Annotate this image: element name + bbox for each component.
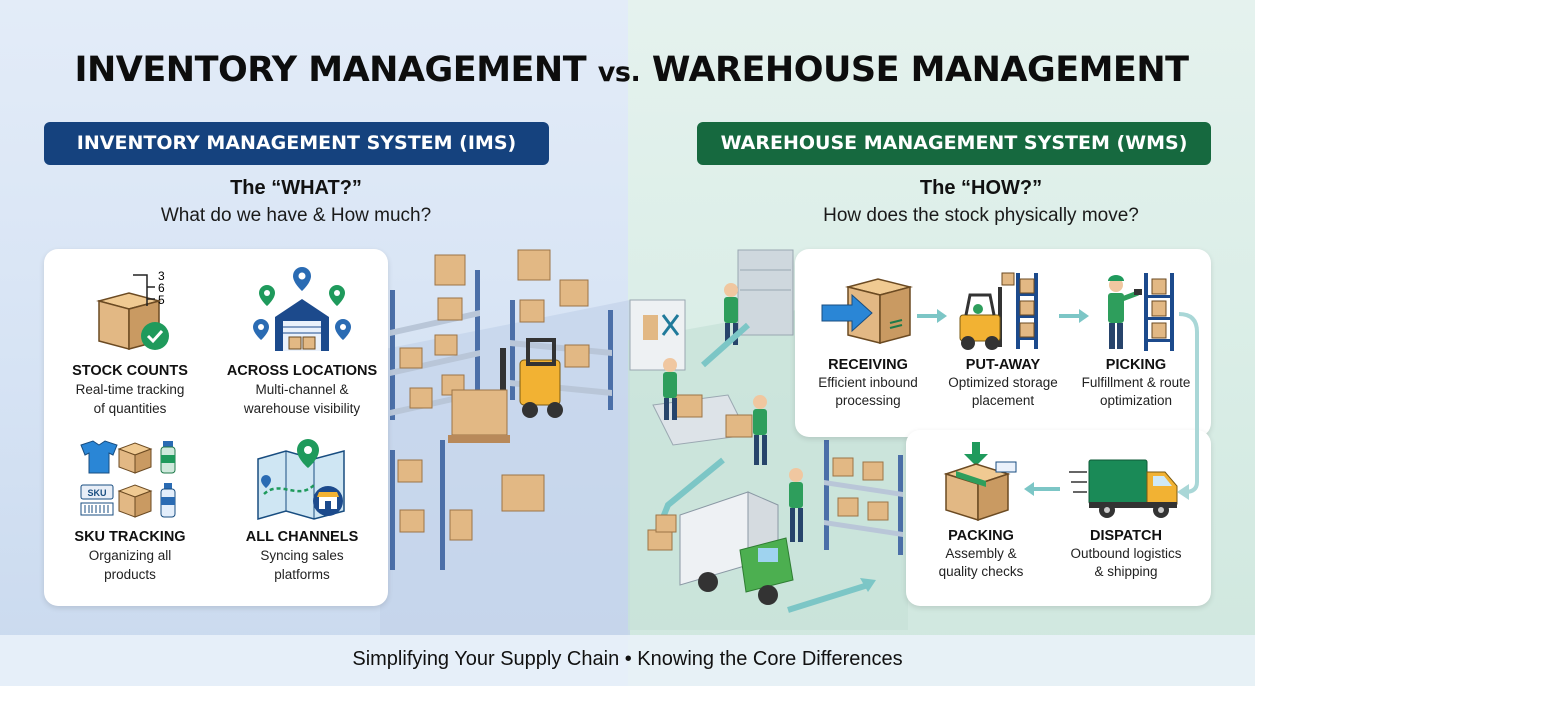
step-desc: Assembly & <box>945 546 1017 561</box>
feature-desc: platforms <box>274 567 330 582</box>
step-desc: optimization <box>1099 393 1173 408</box>
worker-icon <box>663 358 677 420</box>
feature-label: SKU TRACKING <box>74 529 186 545</box>
wms-subtitle: How does the stock physically move? <box>823 205 1139 226</box>
box-check-icon: 3 6 5 <box>96 271 169 350</box>
step-desc: Efficient inbound <box>818 375 918 390</box>
feature-desc: Real-time tracking <box>75 382 185 397</box>
arrow-down-connector-icon <box>1177 312 1199 500</box>
step-label: PACKING <box>948 528 1014 544</box>
feature-desc: of quantities <box>93 401 167 416</box>
ims-subtitle: What do we have & How much? <box>160 205 432 226</box>
arrow-right-icon <box>1059 309 1089 323</box>
step-desc: Outbound logistics <box>1070 546 1182 561</box>
arrow-left-icon <box>1024 482 1060 496</box>
worker-icon <box>789 468 803 542</box>
sku-products-icon: SKU <box>80 440 176 518</box>
receiving-box-icon <box>821 278 913 344</box>
warehouse-pins-icon <box>253 267 351 351</box>
count-value: 3 <box>158 271 165 283</box>
feature-label: STOCK COUNTS <box>72 363 188 379</box>
truck-icon <box>1069 459 1178 518</box>
feature-all-channels: ALL CHANNELS Syncing sales platforms <box>216 439 388 583</box>
forklift-icon <box>500 338 563 423</box>
map-store-icon <box>257 439 345 520</box>
step-put-away: PUT-AWAY Optimized storage placement <box>934 271 1072 409</box>
wms-badge: WAREHOUSE MANAGEMENT SYSTEM (WMS) <box>697 122 1211 165</box>
title-vs: vs. <box>597 57 641 88</box>
ims-features-card: 3 6 5 STOCK COUNTS Real-time tracking of… <box>44 249 388 606</box>
title-right: WAREHOUSE MANAGEMENT <box>651 50 1189 90</box>
step-picking: PICKING Fulfillment & route optimization <box>1067 271 1205 409</box>
sku-tag-text: SKU <box>87 488 106 498</box>
step-packing: PACKING Assembly & quality checks <box>912 440 1050 580</box>
forklift-shelf-icon <box>959 272 1038 350</box>
step-desc: quality checks <box>938 564 1024 579</box>
step-label: PUT-AWAY <box>965 357 1041 373</box>
count-value: 5 <box>158 293 165 307</box>
ims-badge: INVENTORY MANAGEMENT SYSTEM (IMS) <box>44 122 549 165</box>
ims-question: The “WHAT?” <box>230 177 362 199</box>
title-left: INVENTORY MANAGEMENT <box>74 50 587 90</box>
feature-desc: products <box>104 567 156 582</box>
wms-process-card-top: RECEIVING Efficient inbound processing <box>795 249 1211 437</box>
step-dispatch: DISPATCH Outbound logistics & shipping <box>1056 440 1196 580</box>
footer-band <box>0 635 1255 686</box>
count-value: 6 <box>158 281 165 295</box>
step-desc: processing <box>835 393 901 408</box>
step-desc: Fulfillment & route <box>1081 375 1191 390</box>
feature-label: ACROSS LOCATIONS <box>226 363 378 379</box>
footer-text: Simplifying Your Supply Chain • Knowing … <box>352 648 903 670</box>
step-desc: placement <box>971 393 1035 408</box>
step-desc: & shipping <box>1094 564 1158 579</box>
step-label: RECEIVING <box>828 357 908 373</box>
feature-stock-counts: 3 6 5 STOCK COUNTS Real-time tracking of… <box>44 271 216 417</box>
picker-icon <box>1108 273 1174 351</box>
delivery-truck-icon <box>679 491 794 605</box>
feature-desc: warehouse visibility <box>243 401 361 416</box>
packing-box-icon <box>943 442 1017 522</box>
feature-across-locations: ACROSS LOCATIONS Multi-channel & warehou… <box>216 265 388 417</box>
wms-process-card-bottom: PACKING Assembly & quality checks <box>906 430 1211 606</box>
shelf-rack-icon <box>390 254 480 420</box>
feature-desc: Organizing all <box>88 548 172 563</box>
step-receiving: RECEIVING Efficient inbound processing <box>799 271 937 409</box>
main-title: INVENTORY MANAGEMENT vs. WAREHOUSE MANAG… <box>0 50 1255 90</box>
feature-desc: Multi-channel & <box>255 382 349 397</box>
feature-label: ALL CHANNELS <box>245 529 359 545</box>
ims-warehouse-scene <box>380 249 630 640</box>
shelf-rack-icon <box>510 249 613 410</box>
wms-question: The “HOW?” <box>919 177 1043 199</box>
arrow-right-icon <box>917 309 947 323</box>
infographic: INVENTORY MANAGEMENT vs. WAREHOUSE MANAG… <box>0 0 1255 686</box>
step-label: PICKING <box>1105 357 1167 373</box>
step-desc: Optimized storage <box>948 375 1058 390</box>
feature-desc: Syncing sales <box>260 548 344 563</box>
shelf-rack-icon <box>824 440 903 555</box>
step-label: DISPATCH <box>1090 528 1162 544</box>
feature-sku-tracking: SKU SKU TRACKING Organizing all products <box>44 439 216 583</box>
worker-icon <box>753 395 767 465</box>
